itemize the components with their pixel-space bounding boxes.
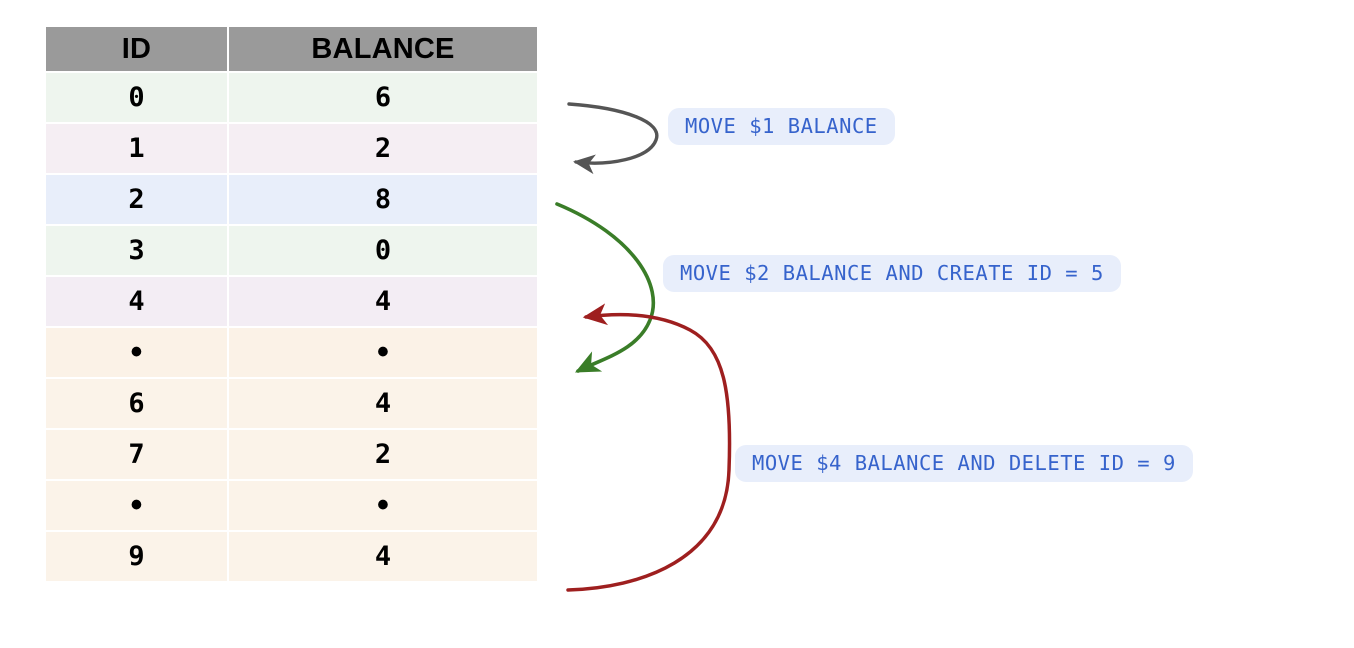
callout-move-4-balance-delete: MOVE $4 BALANCE AND DELETE ID = 9 [735, 445, 1193, 482]
callout-move-1-balance: MOVE $1 BALANCE [668, 108, 895, 145]
table-row: •• [46, 328, 537, 377]
column-header-balance: BALANCE [229, 27, 537, 71]
cell-balance: 4 [229, 532, 537, 581]
cell-id: 4 [46, 277, 227, 326]
cell-balance: 4 [229, 379, 537, 428]
gray-arrow [567, 102, 659, 175]
cell-id: 3 [46, 226, 227, 275]
green-arrow [555, 202, 656, 373]
cell-balance: 8 [229, 175, 537, 224]
cell-balance: 0 [229, 226, 537, 275]
cell-id: 2 [46, 175, 227, 224]
cell-balance: 2 [229, 124, 537, 173]
cell-balance: 4 [229, 277, 537, 326]
callout-move-2-balance-create: MOVE $2 BALANCE AND CREATE ID = 5 [663, 255, 1121, 292]
cell-id: 7 [46, 430, 227, 479]
table-row: •• [46, 481, 537, 530]
cell-id: 9 [46, 532, 227, 581]
red-arrow [566, 303, 732, 592]
column-header-id: ID [46, 27, 227, 71]
cell-id: • [46, 481, 227, 530]
cell-balance: • [229, 481, 537, 530]
cell-id: • [46, 328, 227, 377]
cell-id: 1 [46, 124, 227, 173]
cell-balance: • [229, 328, 537, 377]
cell-balance: 6 [229, 73, 537, 122]
cell-id: 0 [46, 73, 227, 122]
table-header-row: ID BALANCE [46, 27, 537, 71]
cell-balance: 2 [229, 430, 537, 479]
cell-id: 6 [46, 379, 227, 428]
